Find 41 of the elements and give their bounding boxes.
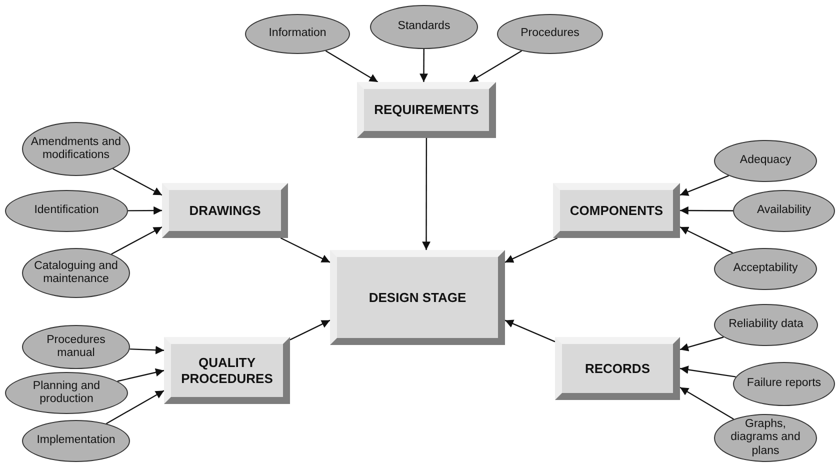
- topic-ellipse: Failure reports: [733, 362, 835, 406]
- topic-ellipse: Reliability data: [714, 304, 818, 346]
- arrow: [130, 346, 164, 354]
- stage-box: DESIGN STAGE: [330, 250, 505, 345]
- topic-ellipse: Planning and production: [5, 372, 128, 414]
- stage-box: RECORDS: [555, 337, 680, 400]
- topic-ellipse: Graphs, diagrams and plans: [714, 414, 817, 462]
- arrow: [422, 138, 430, 250]
- arrow: [680, 386, 734, 420]
- topic-ellipse: Cataloguing and maintenance: [22, 248, 130, 298]
- arrow: [112, 168, 162, 196]
- topic-ellipse: Availability: [733, 190, 835, 232]
- arrow: [128, 206, 162, 215]
- topic-ellipse: Amendments and modifications: [22, 122, 130, 176]
- stage-box: QUALITY PROCEDURES: [164, 337, 290, 404]
- topic-ellipse: Procedures: [497, 14, 603, 54]
- arrow: [680, 206, 733, 215]
- arrow: [680, 175, 729, 196]
- arrow: [420, 49, 428, 82]
- arrow: [290, 320, 330, 340]
- arrow: [504, 320, 556, 342]
- arrow: [680, 336, 724, 352]
- topic-ellipse: Identification: [5, 190, 128, 232]
- arrow: [280, 237, 330, 263]
- topic-ellipse: Standards: [370, 5, 478, 49]
- topic-ellipse: Acceptability: [714, 248, 817, 290]
- arrow: [680, 226, 733, 254]
- arrow: [504, 237, 558, 263]
- arrow: [111, 226, 162, 255]
- arrow: [680, 366, 736, 378]
- topic-ellipse: Procedures manual: [22, 325, 130, 369]
- stage-box: COMPONENTS: [553, 183, 680, 238]
- topic-ellipse: Adequacy: [714, 140, 817, 182]
- topic-ellipse: Implementation: [22, 420, 130, 462]
- arrow: [106, 390, 164, 424]
- stage-box: DRAWINGS: [162, 183, 288, 238]
- arrow: [325, 50, 378, 83]
- arrow: [117, 368, 164, 382]
- topic-ellipse: Information: [245, 14, 350, 54]
- arrow: [469, 50, 522, 83]
- stage-box: REQUIREMENTS: [357, 82, 496, 138]
